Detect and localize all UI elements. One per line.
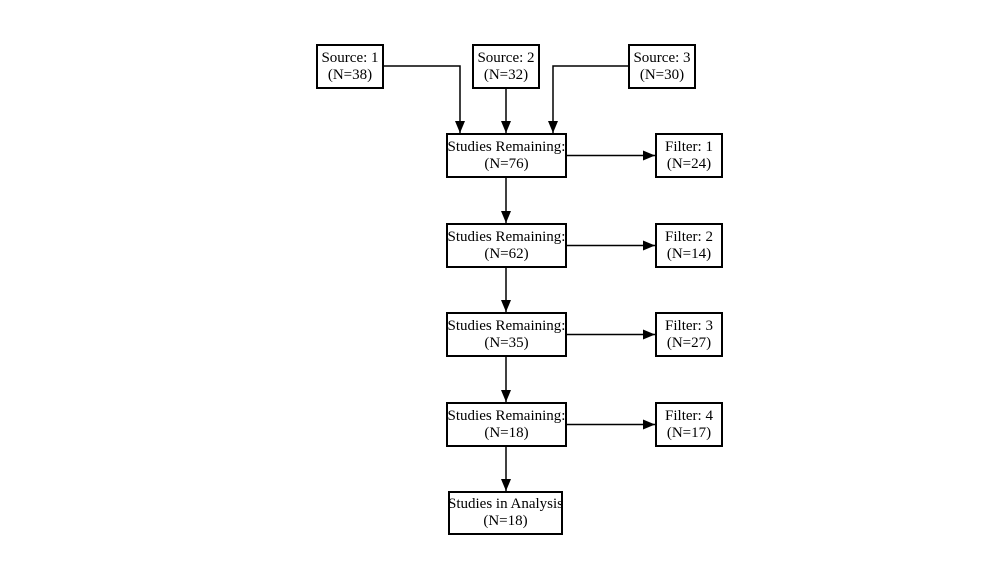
filter-3-label: Filter: 3 [665,317,713,334]
stage-2-box: Studies Remaining: (N=62) [446,223,567,268]
filter-1-count: (N=24) [666,155,712,172]
stage-3-count: (N=35) [484,334,529,351]
stage-3-label: Studies Remaining: [447,317,566,334]
stage-2-count: (N=62) [484,245,529,262]
stage-4-label: Studies Remaining: [447,407,566,424]
source-1-count: (N=38) [327,66,373,83]
final-analysis-count: (N=18) [483,513,528,529]
final-analysis-label: Studies in Analysis [448,496,564,512]
stage-2-label: Studies Remaining: [447,228,566,245]
filter-2-box: Filter: 2 (N=14) [655,223,723,268]
source-2-label: Source: 2 [477,49,535,66]
stage-1-box: Studies Remaining: (N=76) [446,133,567,178]
source-2-box: Source: 2 (N=32) [472,44,540,89]
stage-4-box: Studies Remaining: (N=18) [446,402,567,447]
filter-4-count: (N=17) [666,424,712,441]
source-2-count: (N=32) [483,66,529,83]
filter-4-label: Filter: 4 [665,407,713,424]
filter-1-label: Filter: 1 [665,138,713,155]
filter-2-label: Filter: 2 [665,228,713,245]
stage-4-count: (N=18) [484,424,529,441]
arrow-source-3-to-stage-1 [548,65,628,133]
final-analysis-box: Studies in Analysis (N=18) [448,491,563,535]
filter-2-count: (N=14) [666,245,712,262]
source-1-label: Source: 1 [321,49,379,66]
source-1-box: Source: 1 (N=38) [316,44,384,89]
source-3-box: Source: 3 (N=30) [628,44,696,89]
source-3-count: (N=30) [639,66,685,83]
stage-3-box: Studies Remaining: (N=35) [446,312,567,357]
stage-1-count: (N=76) [484,155,529,172]
filter-3-count: (N=27) [666,334,712,351]
arrow-source-1-to-stage-1 [384,65,465,133]
filter-3-box: Filter: 3 (N=27) [655,312,723,357]
stage-1-label: Studies Remaining: [447,138,566,155]
filter-4-box: Filter: 4 (N=17) [655,402,723,447]
filter-1-box: Filter: 1 (N=24) [655,133,723,178]
source-3-label: Source: 3 [633,49,691,66]
